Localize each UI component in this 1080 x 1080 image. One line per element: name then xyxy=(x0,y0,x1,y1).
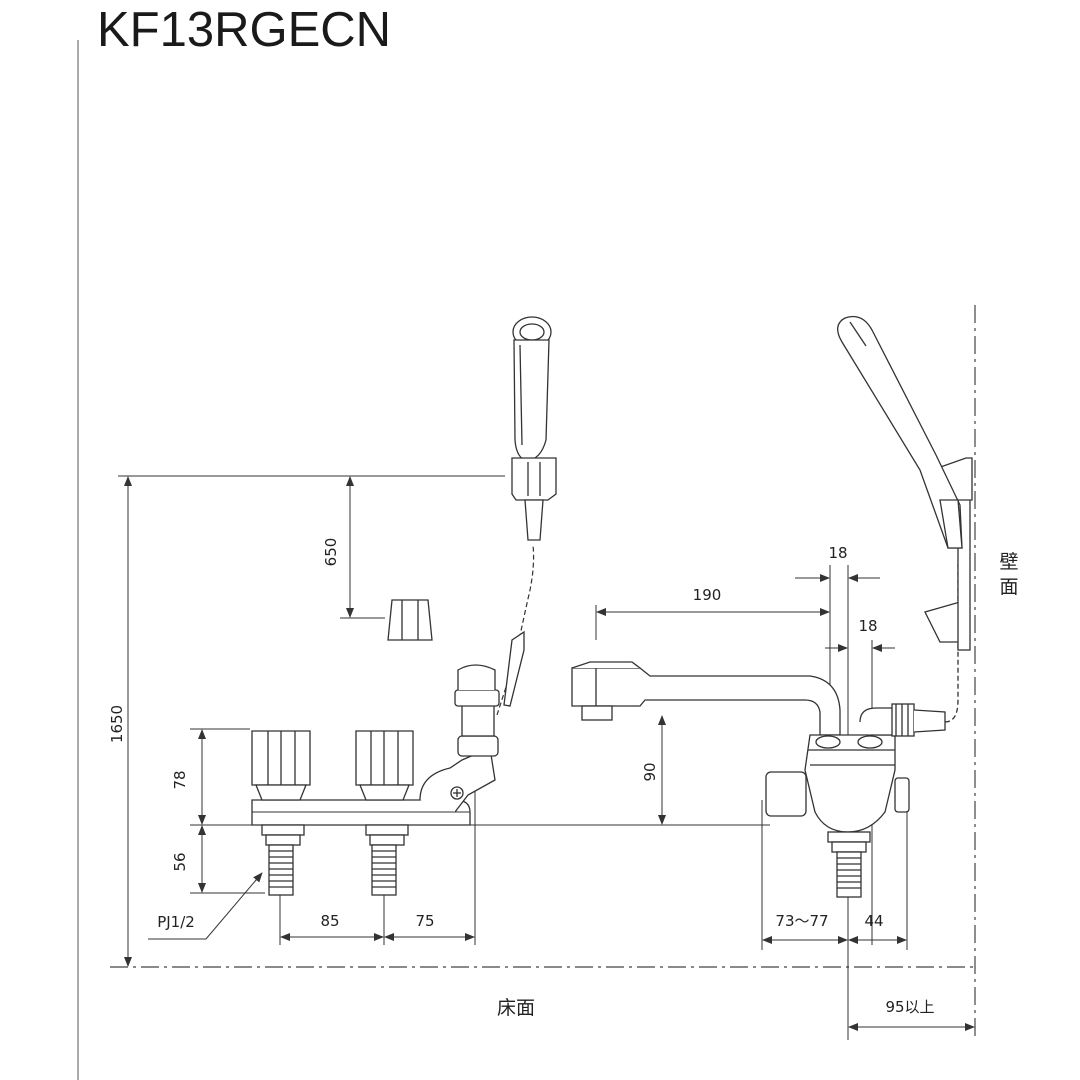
dim-wall-body: 44 xyxy=(864,912,883,930)
dim-hanger-offset: 650 xyxy=(322,538,340,567)
pipe-thread-label: PJ1/2 xyxy=(157,913,195,931)
dim-handle-height: 78 xyxy=(171,770,189,789)
dim-top-offset-2: 18 xyxy=(858,617,877,635)
side-view xyxy=(571,315,975,1040)
dim-top-offset-1: 18 xyxy=(828,544,847,562)
model-title: KF13RGECN xyxy=(97,3,392,57)
wall-label-top: 壁 xyxy=(999,551,1018,573)
dim-wall-range: 73〜77 xyxy=(775,912,828,930)
dim-base-to-thread: 56 xyxy=(171,852,189,871)
dim-spout-height: 90 xyxy=(641,762,659,781)
dim-overall-height: 1650 xyxy=(108,705,126,743)
wall-label-bottom: 面 xyxy=(999,576,1018,598)
dim-wall-clearance: 95以上 xyxy=(885,998,934,1016)
front-view xyxy=(118,316,770,967)
dim-spout-reach: 190 xyxy=(693,586,722,604)
dim-spacing-left: 85 xyxy=(320,912,339,930)
floor-label: 床面 xyxy=(497,997,535,1019)
dim-spacing-right: 75 xyxy=(415,912,434,930)
